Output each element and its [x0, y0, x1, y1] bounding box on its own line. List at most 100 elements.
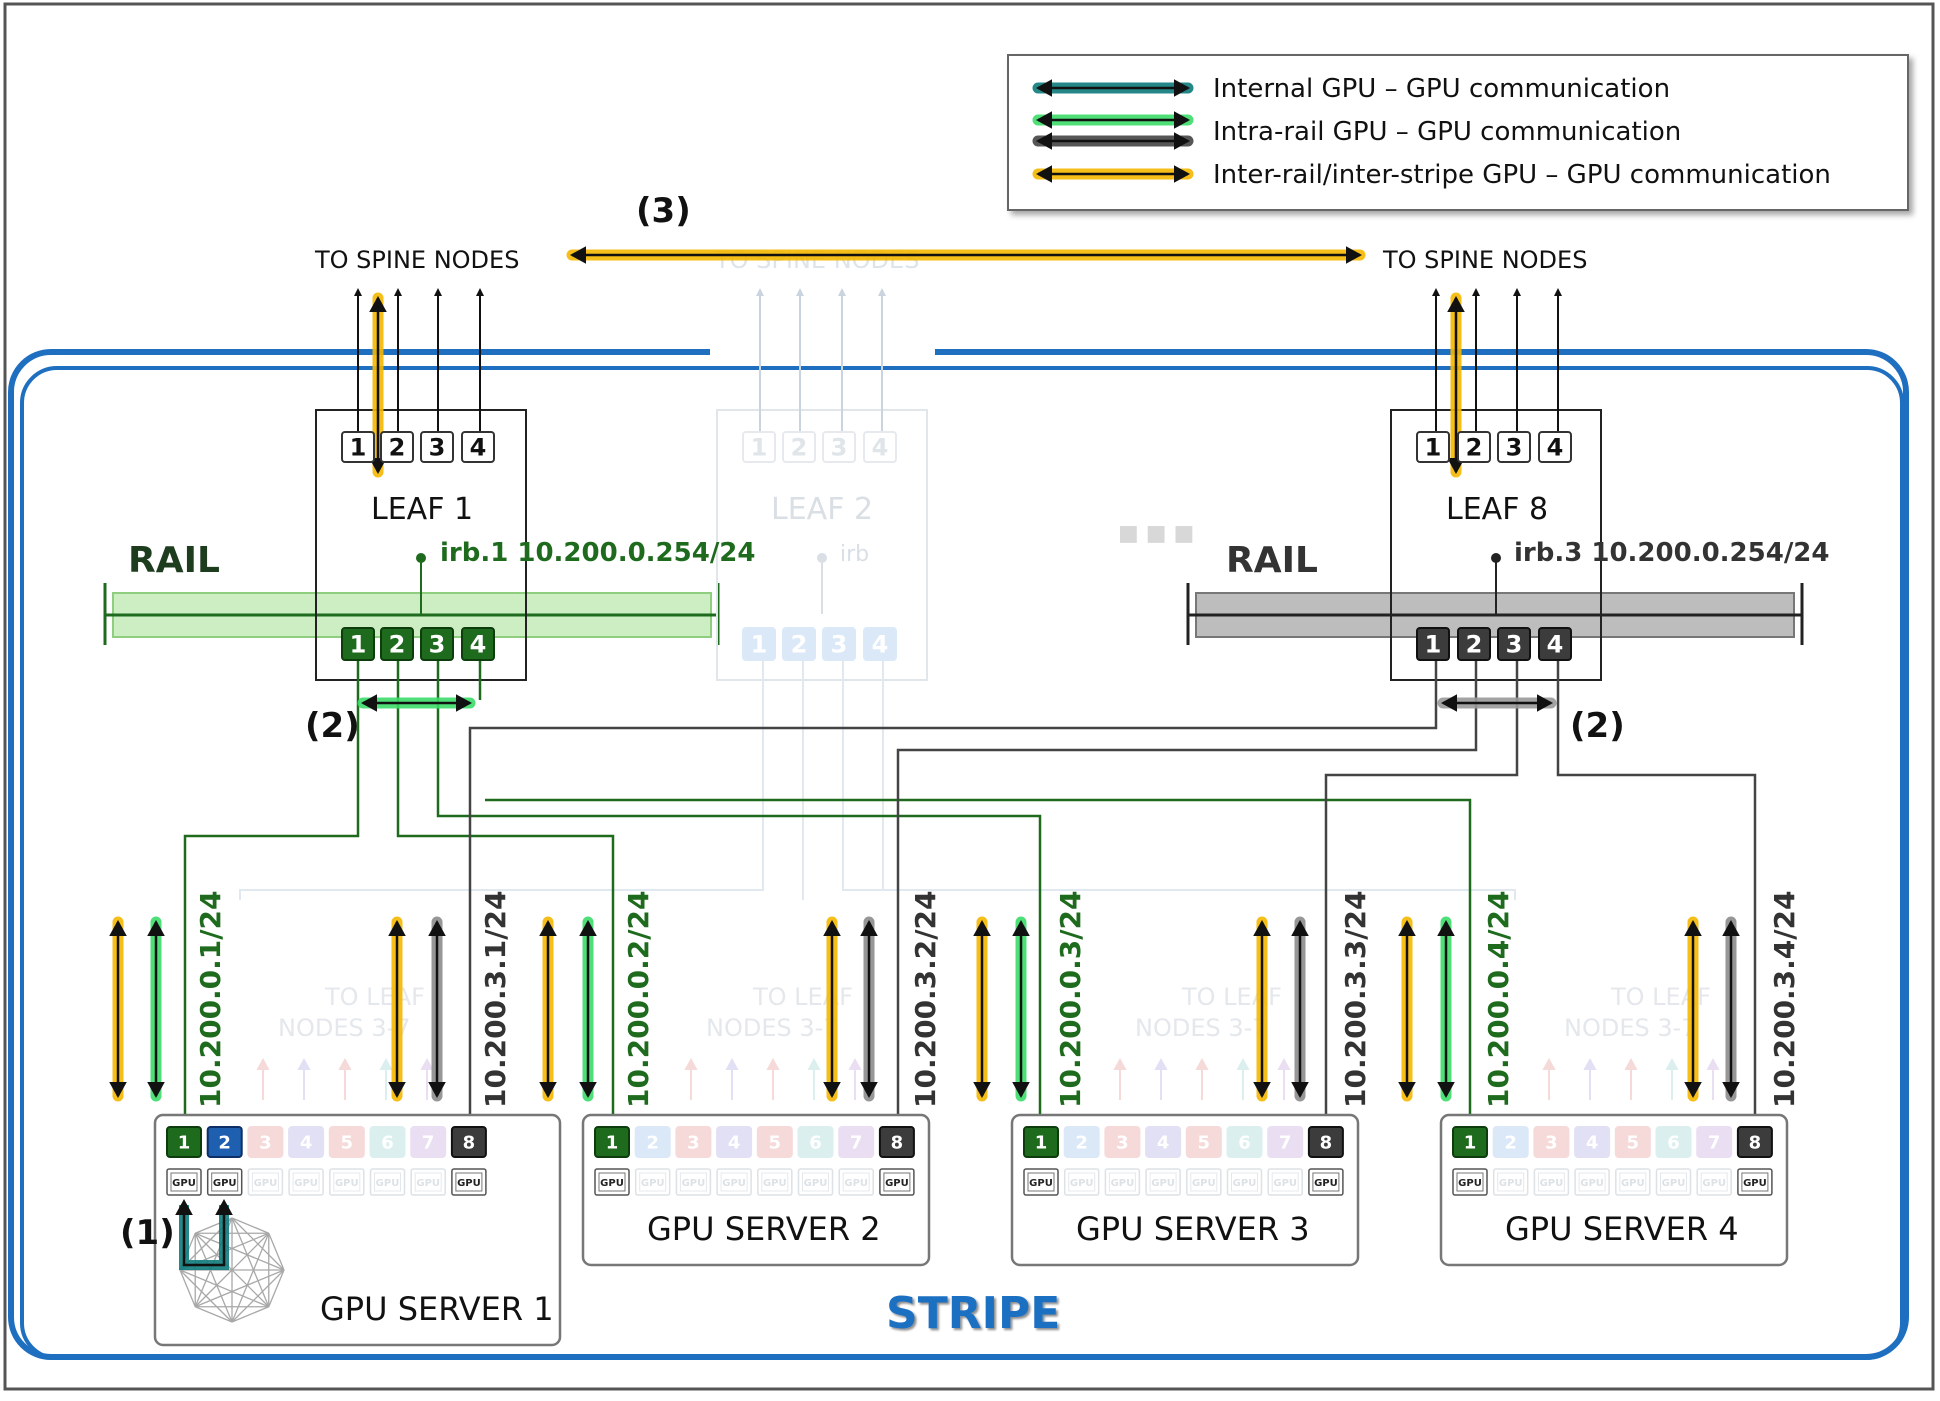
gpu-chip-icon: GPU: [838, 1168, 874, 1196]
server3-nic-port-2: 2: [1063, 1126, 1100, 1158]
svg-text:7: 7: [850, 1132, 863, 1153]
leaf1-irb: irb.1 10.200.0.254/24: [440, 538, 756, 568]
svg-text:3: 3: [831, 631, 848, 659]
svg-text:GPU: GPU: [1070, 1178, 1094, 1189]
server1-nic-port-2: 2: [206, 1126, 243, 1158]
server2-ip-rail1: 10.200.0.2/24: [622, 891, 655, 1108]
legend-teal-arrow: [1032, 79, 1194, 97]
leaf8-bottom-port-3: 3: [1497, 627, 1531, 661]
leaf1-bottom-port-4: 4: [461, 627, 495, 661]
svg-text:GPU: GPU: [1151, 1178, 1175, 1189]
svg-text:5: 5: [1198, 1132, 1211, 1153]
stripe-box-inner: [20, 366, 1904, 1360]
svg-text:2: 2: [791, 434, 808, 462]
svg-text:1: 1: [1464, 1132, 1477, 1153]
server2-nic-port-8: 8: [878, 1126, 915, 1158]
legend-inter-rail-label: Inter-rail/inter-stripe GPU – GPU commun…: [1213, 160, 1831, 190]
leaf2-bottom-port-4: 4: [863, 627, 897, 661]
leaf1-bottom-port-3: 3: [420, 627, 454, 661]
leaf1-intra-rail-arrow: [357, 694, 476, 712]
callout-2-left: (2): [305, 706, 360, 746]
svg-text:GPU: GPU: [1743, 1178, 1767, 1189]
svg-text:2: 2: [646, 1132, 659, 1153]
gpu-chip-icon: GPU: [716, 1168, 752, 1196]
svg-text:GPU: GPU: [1458, 1178, 1482, 1189]
server3-name: GPU SERVER 3: [1076, 1210, 1310, 1248]
svg-text:GPU: GPU: [1111, 1178, 1135, 1189]
leaf1-box: [315, 409, 527, 681]
server4-nic-port-1: 1: [1452, 1126, 1488, 1158]
server1-nic-port-3: 3: [247, 1126, 284, 1158]
gpu-chip-icon: GPU: [166, 1168, 202, 1196]
svg-text:5: 5: [341, 1132, 354, 1153]
svg-text:GPU: GPU: [844, 1178, 868, 1189]
svg-text:1: 1: [1425, 631, 1442, 659]
server4-nic-port-2: 2: [1492, 1126, 1529, 1158]
server2-inter-rail-arrow-b: [823, 916, 841, 1102]
svg-text:8: 8: [1320, 1132, 1333, 1153]
svg-text:GPU: GPU: [172, 1178, 196, 1189]
svg-text:GPU: GPU: [885, 1178, 909, 1189]
server4-ip-rail8: 10.200.3.4/24: [1768, 891, 1801, 1108]
gpu-chip-icon: GPU: [1267, 1168, 1303, 1196]
gpu-chip-icon: GPU: [410, 1168, 446, 1196]
gpu-chip-icon: GPU: [757, 1168, 793, 1196]
svg-text:GPU: GPU: [722, 1178, 746, 1189]
server4-inter-rail-arrow-a: [1398, 916, 1416, 1102]
server3-ip-rail8: 10.200.3.3/24: [1339, 891, 1372, 1108]
svg-text:4: 4: [872, 434, 889, 462]
leaf8-top-port-4: 4: [1538, 431, 1572, 463]
to-leaf-nodes-label: NODES 3-7: [1135, 1014, 1268, 1042]
leaf1-link-server3: [436, 660, 1042, 1126]
svg-text:GPU: GPU: [457, 1178, 481, 1189]
leaf2-top-port-4: 4: [863, 431, 897, 463]
leaf2-link-3: [842, 660, 1516, 900]
svg-text:8: 8: [891, 1132, 904, 1153]
svg-text:3: 3: [1545, 1132, 1558, 1153]
svg-text:4: 4: [300, 1132, 313, 1153]
server1-inter-rail-arrow-b: [388, 916, 406, 1102]
server3-inter-rail-arrow-a: [973, 916, 991, 1102]
svg-text:GPU: GPU: [294, 1178, 318, 1189]
leaf8-irb: irb.3 10.200.0.254/24: [1514, 538, 1830, 568]
leaf2-top-port-3: 3: [822, 431, 856, 463]
svg-text:3: 3: [259, 1132, 272, 1153]
gpu-chip-icon: GPU: [1104, 1168, 1141, 1196]
svg-text:2: 2: [218, 1132, 231, 1153]
server4-nic-port-6: 6: [1655, 1126, 1692, 1158]
stripe-label: STRIPE: [886, 1288, 1060, 1339]
leaf8-link-server1: [468, 660, 1438, 1126]
server3-intra-rail-arrow-grey: [1291, 916, 1309, 1102]
server3-nic-port-8: 8: [1307, 1126, 1344, 1158]
svg-text:3: 3: [687, 1132, 700, 1153]
gpu-chip-icon: GPU: [675, 1168, 712, 1196]
svg-text:GPU: GPU: [1029, 1178, 1053, 1189]
svg-text:GPU: GPU: [804, 1178, 828, 1189]
internal-gpu-arrow: [175, 1199, 233, 1270]
gpu-chip-icon: GPU: [1452, 1168, 1488, 1196]
server3-nic-port-1: 1: [1023, 1126, 1059, 1158]
server1-inter-rail-arrow-a: [109, 916, 127, 1102]
server4-nic-port-7: 7: [1696, 1126, 1733, 1158]
leaf8-link-server3: [1324, 660, 1519, 1126]
server3-nic-port-4: 4: [1145, 1126, 1182, 1158]
leaf1-top-port-4: 4: [461, 431, 495, 463]
leaf2-top-port-2: 2: [782, 431, 816, 463]
server2-nic-port-2: 2: [634, 1126, 671, 1158]
svg-text:1: 1: [1035, 1132, 1048, 1153]
server1-intra-rail-arrow: [147, 916, 165, 1102]
leaf1-name: LEAF 1: [371, 492, 473, 527]
leaf8-intra-rail-arrow: [1437, 694, 1557, 712]
svg-text:6: 6: [381, 1132, 394, 1153]
gpu-chip-icon: GPU: [329, 1168, 365, 1196]
svg-text:GPU: GPU: [1621, 1178, 1645, 1189]
svg-text:GPU: GPU: [682, 1178, 706, 1189]
svg-text:3: 3: [831, 434, 848, 462]
gpu-chip-icon: GPU: [1186, 1168, 1222, 1196]
svg-text:8: 8: [463, 1132, 476, 1153]
svg-text:GPU: GPU: [1233, 1178, 1257, 1189]
gpu-chip-icon: GPU: [451, 1168, 487, 1196]
